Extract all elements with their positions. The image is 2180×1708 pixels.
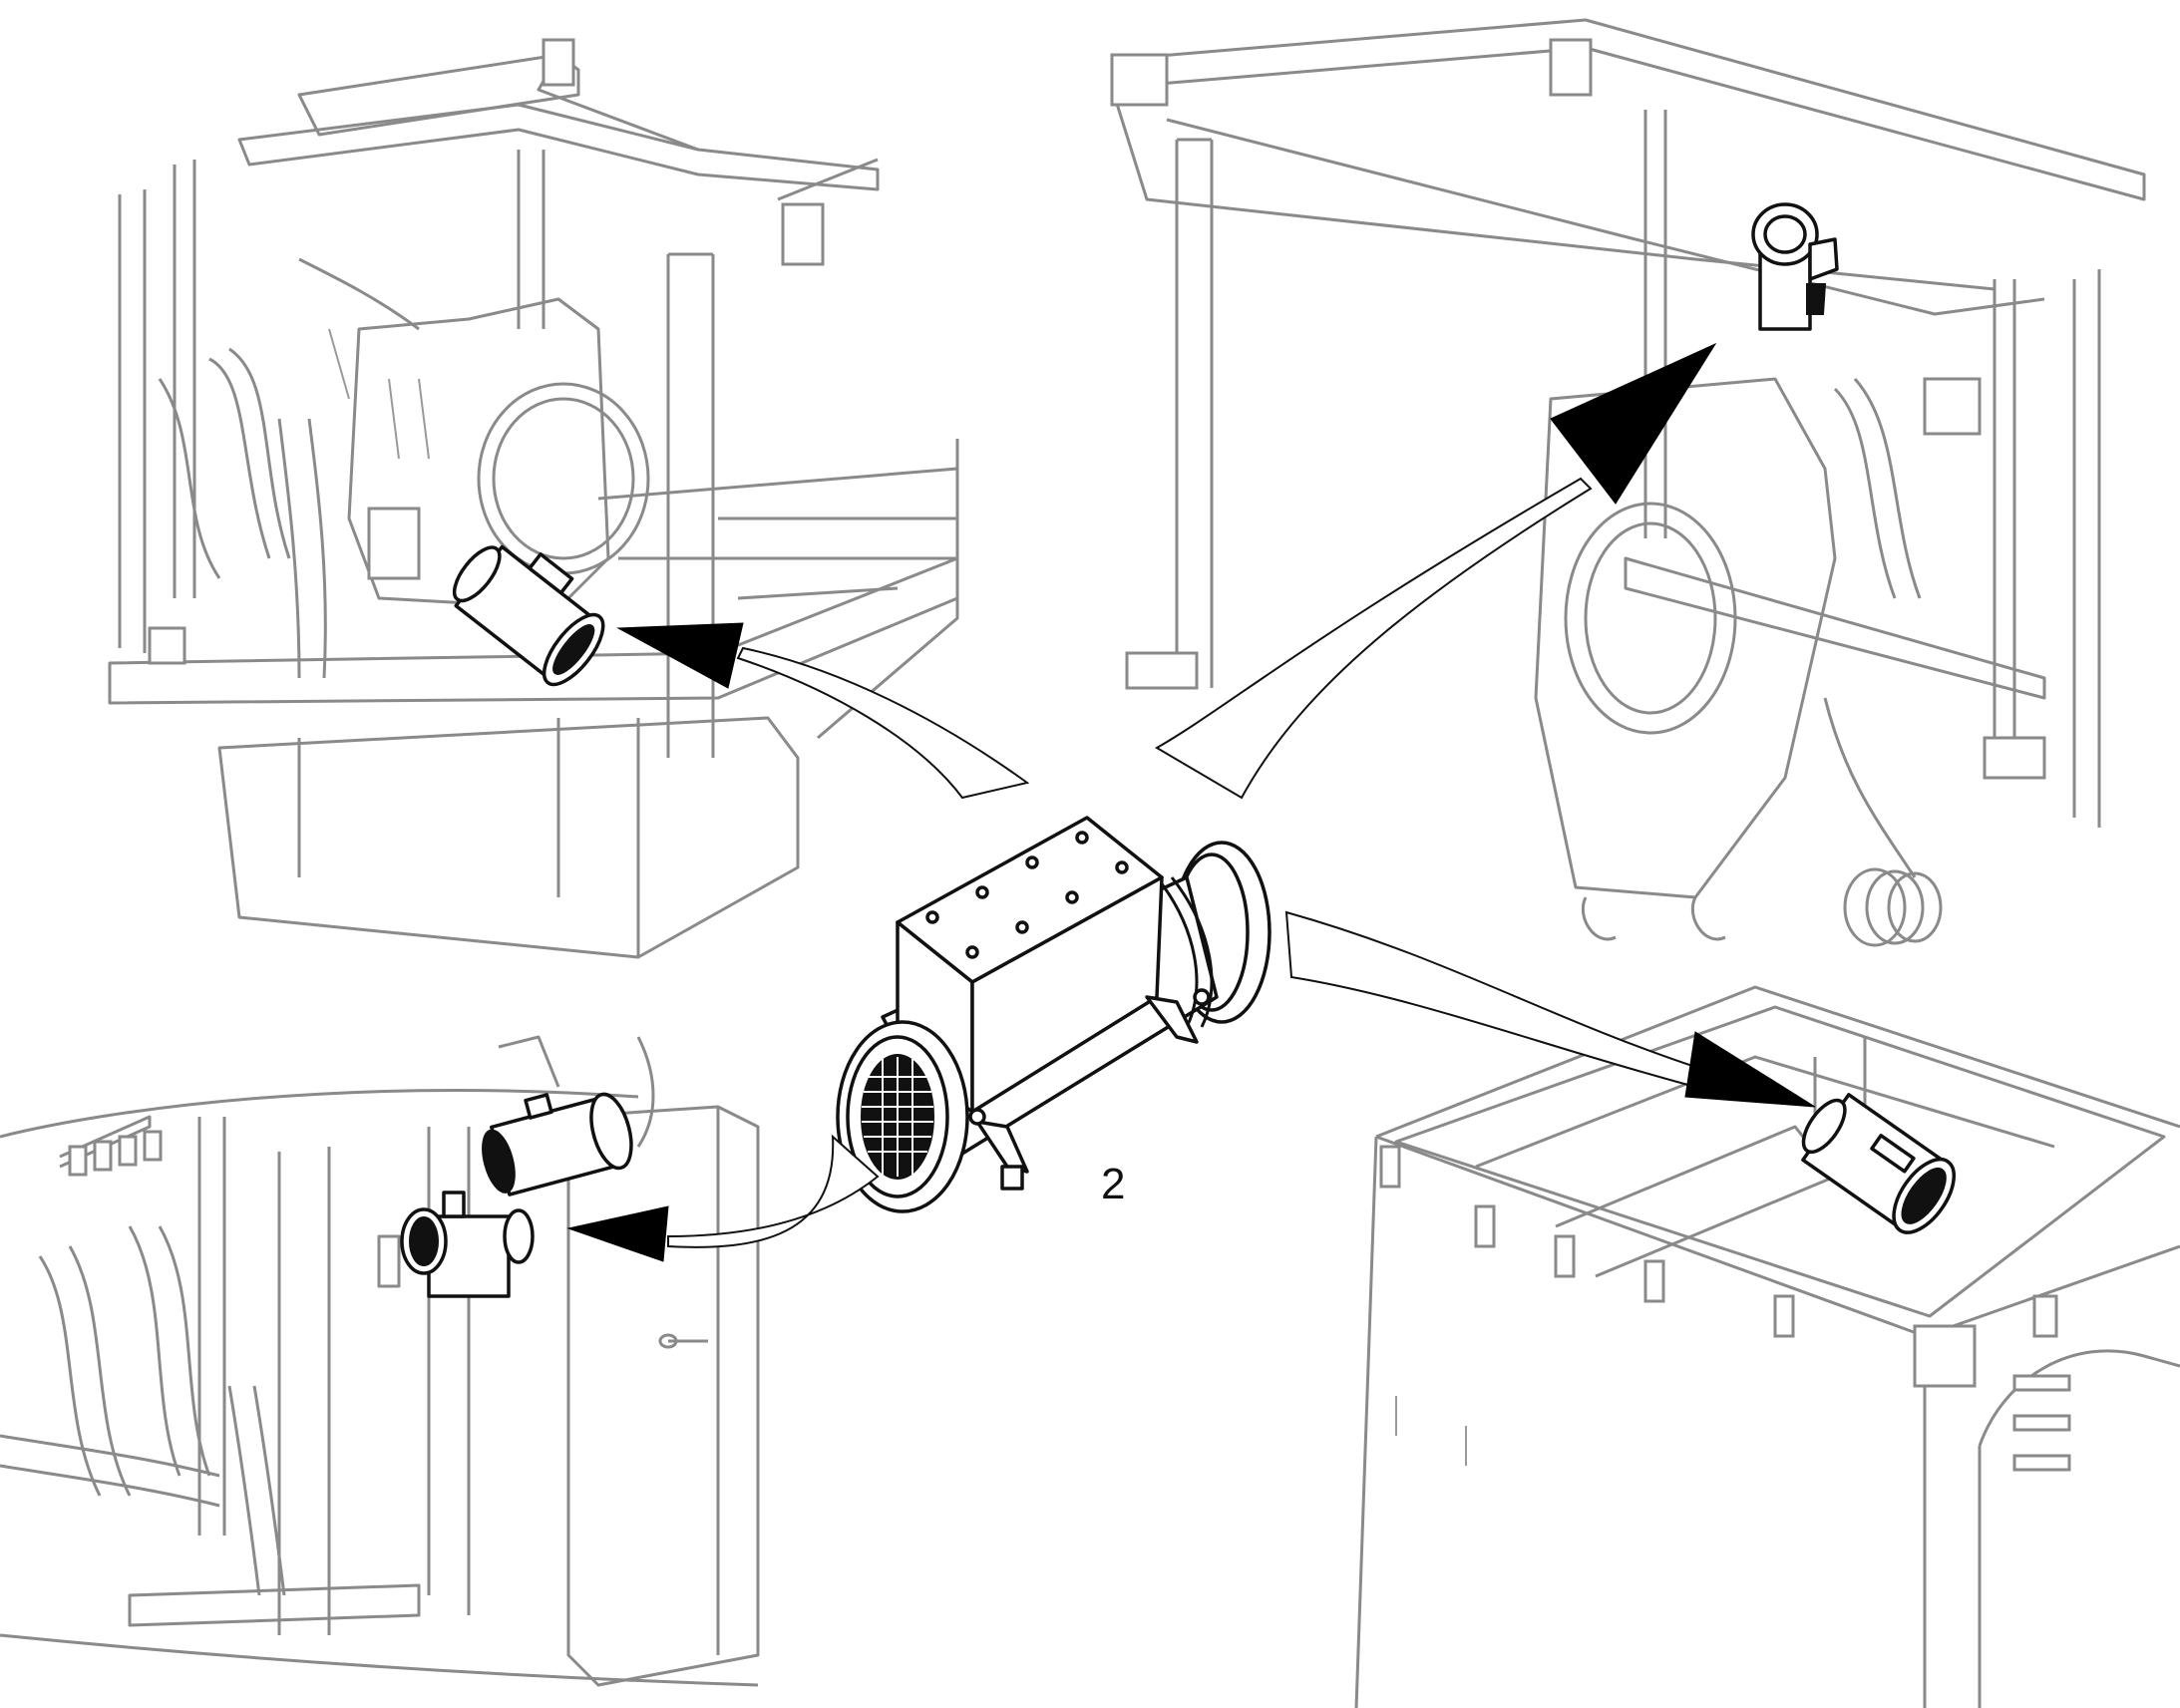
part-highlight-top-right — [1751, 202, 1839, 331]
view-bottom-left — [0, 1035, 760, 1687]
leader-top-right — [1155, 342, 1717, 800]
leader-bottom-left — [566, 1134, 880, 1262]
part-highlight-top-left — [452, 544, 605, 687]
part-highlight-bottom-left — [400, 1092, 633, 1298]
view-top-right — [1110, 18, 2146, 947]
view-top-left — [108, 38, 959, 959]
leader-top-left — [616, 622, 1030, 800]
leader-bottom-right — [1284, 910, 1816, 1108]
part-highlight-bottom-right — [1801, 1093, 1956, 1234]
main-component — [836, 816, 1272, 1213]
callout-number: 2 — [1101, 1160, 1125, 1208]
